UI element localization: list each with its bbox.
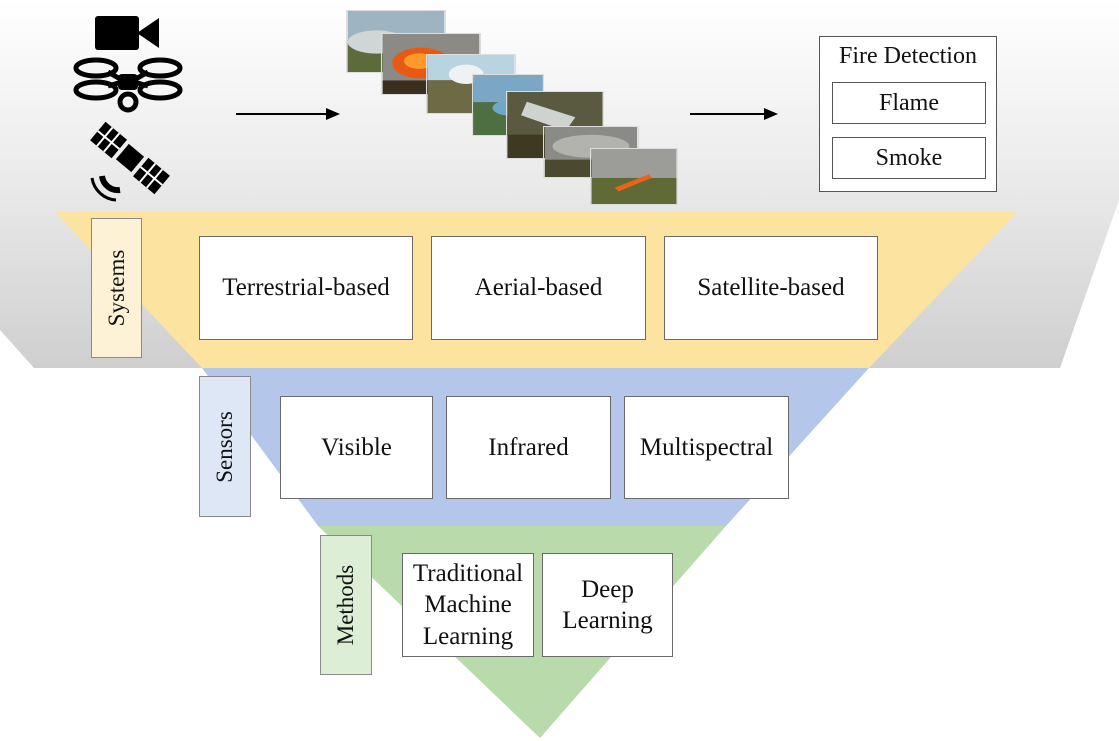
satellite-icon: [90, 121, 170, 202]
visible-box: Visible: [280, 396, 433, 499]
video-camera-icon: [95, 16, 159, 50]
fire-detection-title: Fire Detection: [839, 43, 977, 69]
output-arrow: [690, 108, 778, 120]
traditional-ml-box: Traditional Machine Learning: [402, 553, 534, 657]
methods-label: Methods: [320, 535, 372, 675]
wildfire-image-7: [590, 148, 678, 205]
sensors-label: Sensors: [199, 376, 251, 517]
aerial-based-box: Aerial-based: [431, 236, 646, 340]
infrared-box: Infrared: [446, 396, 611, 499]
systems-label: Systems: [91, 218, 142, 358]
fire-detection-box: Fire Detection Flame Smoke: [819, 36, 997, 192]
flame-output: Flame: [832, 82, 986, 124]
input-arrow: [236, 108, 340, 120]
terrestrial-based-box: Terrestrial-based: [199, 236, 413, 340]
satellite-based-box: Satellite-based: [664, 236, 878, 340]
smoke-output: Smoke: [832, 137, 986, 179]
multispectral-box: Multispectral: [624, 396, 789, 499]
deep-learning-box: Deep Learning: [542, 553, 673, 657]
drone-icon: [73, 57, 183, 113]
